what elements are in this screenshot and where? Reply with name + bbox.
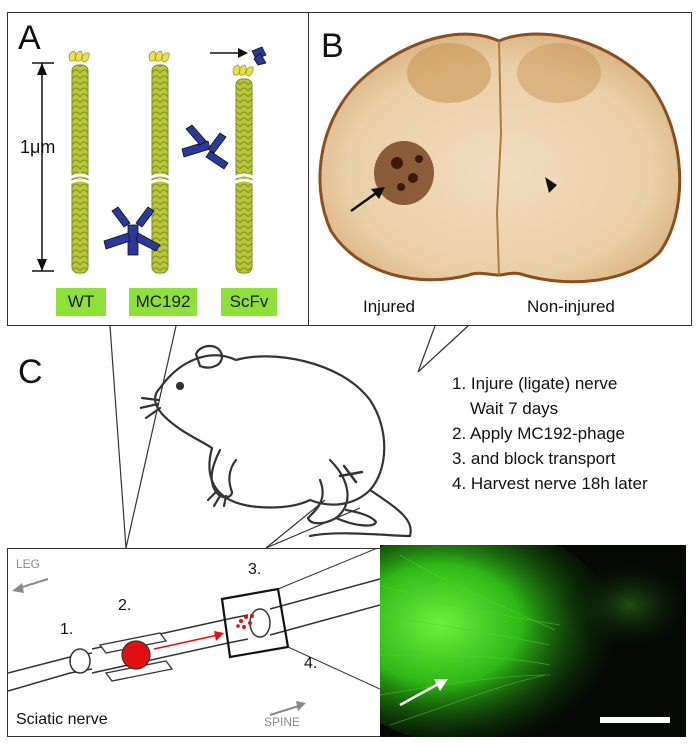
phage-mc192 <box>148 50 171 274</box>
leg-arrow-icon <box>12 578 49 593</box>
step-wait: Wait 7 days <box>470 399 559 418</box>
step-2: 2. Apply MC192-phage <box>452 424 625 443</box>
panel-b-letter: B <box>321 27 344 65</box>
scale-bar <box>600 717 670 723</box>
antibody-icon <box>181 124 229 170</box>
nerve-schematic <box>8 549 380 716</box>
step-4: 4. Harvest nerve 18h later <box>452 474 648 493</box>
step-3: 3. and block transport <box>452 449 616 468</box>
panel-a-letter: A <box>18 19 41 57</box>
panel-a: A <box>7 12 317 326</box>
scale-bar <box>32 62 54 272</box>
nerve-label: Sciatic nerve <box>16 711 108 728</box>
label-wt: WT <box>56 288 106 316</box>
rat-illustration <box>140 344 412 538</box>
arrowhead-icon <box>545 177 557 193</box>
step-1: 1. Injure (ligate) nerve <box>452 374 618 393</box>
arrow-icon <box>399 679 448 707</box>
spine-arrow-icon <box>269 701 306 716</box>
label-mc192: MC192 <box>129 288 197 316</box>
spine-label: SPINE <box>264 715 301 729</box>
step-num-2: 2. <box>118 597 132 614</box>
phage-wt <box>68 50 91 274</box>
step-num-1: 1. <box>60 621 74 638</box>
label-scfv: ScFv <box>221 288 277 316</box>
label-injured: Injured <box>363 297 415 316</box>
antibody-icon <box>251 46 267 66</box>
arrow-icon <box>210 48 248 58</box>
step-num-3: 3. <box>248 561 262 578</box>
step-num-4: 4. <box>304 655 318 672</box>
label-non-injured: Non-injured <box>527 297 615 316</box>
antibody-icon <box>103 206 161 256</box>
scale-label: 1μm <box>20 137 56 157</box>
spinal-cord-section: B <box>318 27 682 284</box>
leg-label: LEG <box>16 557 41 571</box>
arrow-icon <box>350 187 385 213</box>
panel-b: B Injured Non-injured <box>308 12 692 326</box>
phage-illustration <box>32 46 267 274</box>
steps-list: 1. Injure (ligate) nerve Wait 7 days 2. … <box>452 371 697 496</box>
fluorescence-micrograph <box>380 545 686 737</box>
transport-arrow-icon <box>153 631 224 650</box>
phage-scfv <box>232 64 255 274</box>
panel-c-letter: C <box>18 353 43 391</box>
fluorescence-image <box>380 545 686 737</box>
phage-bead-icon <box>121 640 151 670</box>
nerve-diagram: LEG SPINE Sciatic nerve 1. 2. 3. 4. <box>7 548 382 737</box>
